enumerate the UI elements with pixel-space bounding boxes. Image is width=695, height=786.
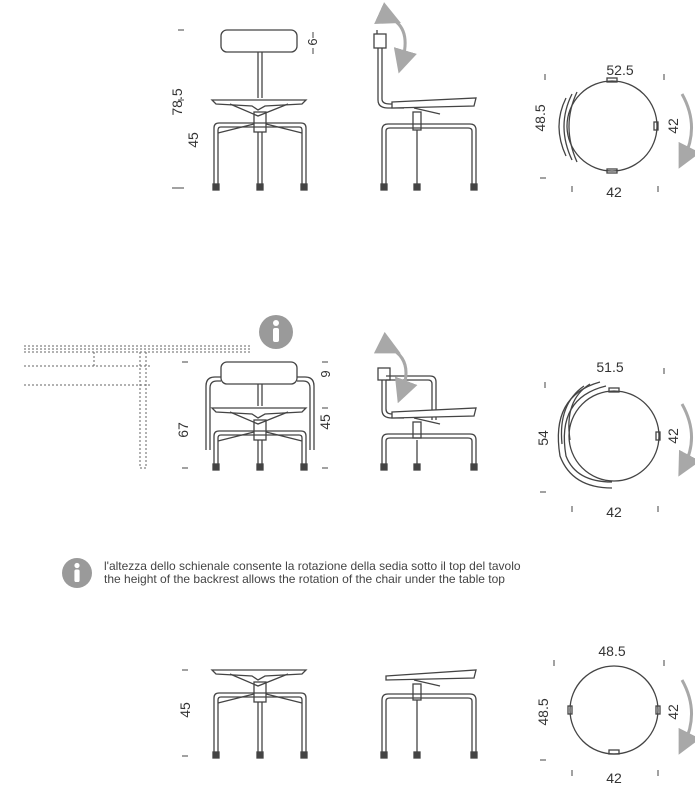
row1-backrest-height: 6 (305, 38, 320, 45)
info-icon (62, 558, 92, 588)
row1-top-view (558, 77, 659, 174)
row2-seat-height: 45 (317, 414, 333, 430)
row1-front-view (210, 29, 308, 191)
row1-total-height: 78.5 (169, 88, 185, 115)
row3-base-side: 42 (665, 704, 681, 720)
row2-front-dimensions (182, 361, 328, 469)
row3-top-width: 48.5 (598, 643, 625, 659)
row2-base-side: 42 (665, 428, 681, 444)
row2-total-height: 67 (175, 422, 191, 438)
rotation-arrow-icon (678, 93, 695, 169)
row3-side-view (380, 669, 478, 759)
row1-seat-height: 45 (185, 132, 201, 148)
row2-top-view (557, 381, 661, 489)
row1-base-bottom: 42 (606, 184, 622, 200)
row1-top-dimensions (540, 74, 665, 192)
row2-top-width: 51.5 (596, 359, 623, 375)
row3-top-dimensions (540, 660, 665, 776)
row3-base-bottom: 42 (606, 770, 622, 786)
row2-front-view (205, 361, 315, 471)
rotation-arrow-icon (373, 331, 418, 404)
row2-top-dimensions (540, 368, 665, 512)
row1-side-view (373, 30, 478, 191)
row3-top-view (567, 665, 661, 755)
row1-front-dimensions (172, 29, 314, 189)
row3-top-depth: 48.5 (535, 698, 551, 725)
rotation-arrow-icon (374, 2, 417, 74)
backrest-note: l'altezza dello schienale consente la ro… (104, 560, 664, 586)
row3-front-view (210, 669, 308, 759)
table-outline (24, 345, 250, 469)
row2-base-bottom: 42 (606, 504, 622, 520)
row2-backrest-height: 9 (318, 370, 333, 377)
row2-top-depth: 54 (535, 430, 551, 446)
note-italian: l'altezza dello schienale consente la ro… (104, 559, 521, 573)
row1-top-width: 52.5 (606, 62, 633, 78)
rotation-arrow-icon (678, 403, 695, 477)
note-english: the height of the backrest allows the ro… (104, 572, 505, 586)
row1-base-side: 42 (665, 118, 681, 134)
rotation-arrow-icon (678, 679, 695, 755)
row3-seat-height: 45 (177, 702, 193, 718)
row2-side-view (377, 367, 478, 471)
row1-top-depth: 48.5 (532, 104, 548, 131)
info-icon (259, 315, 293, 349)
row3-front-dimensions (182, 669, 188, 757)
